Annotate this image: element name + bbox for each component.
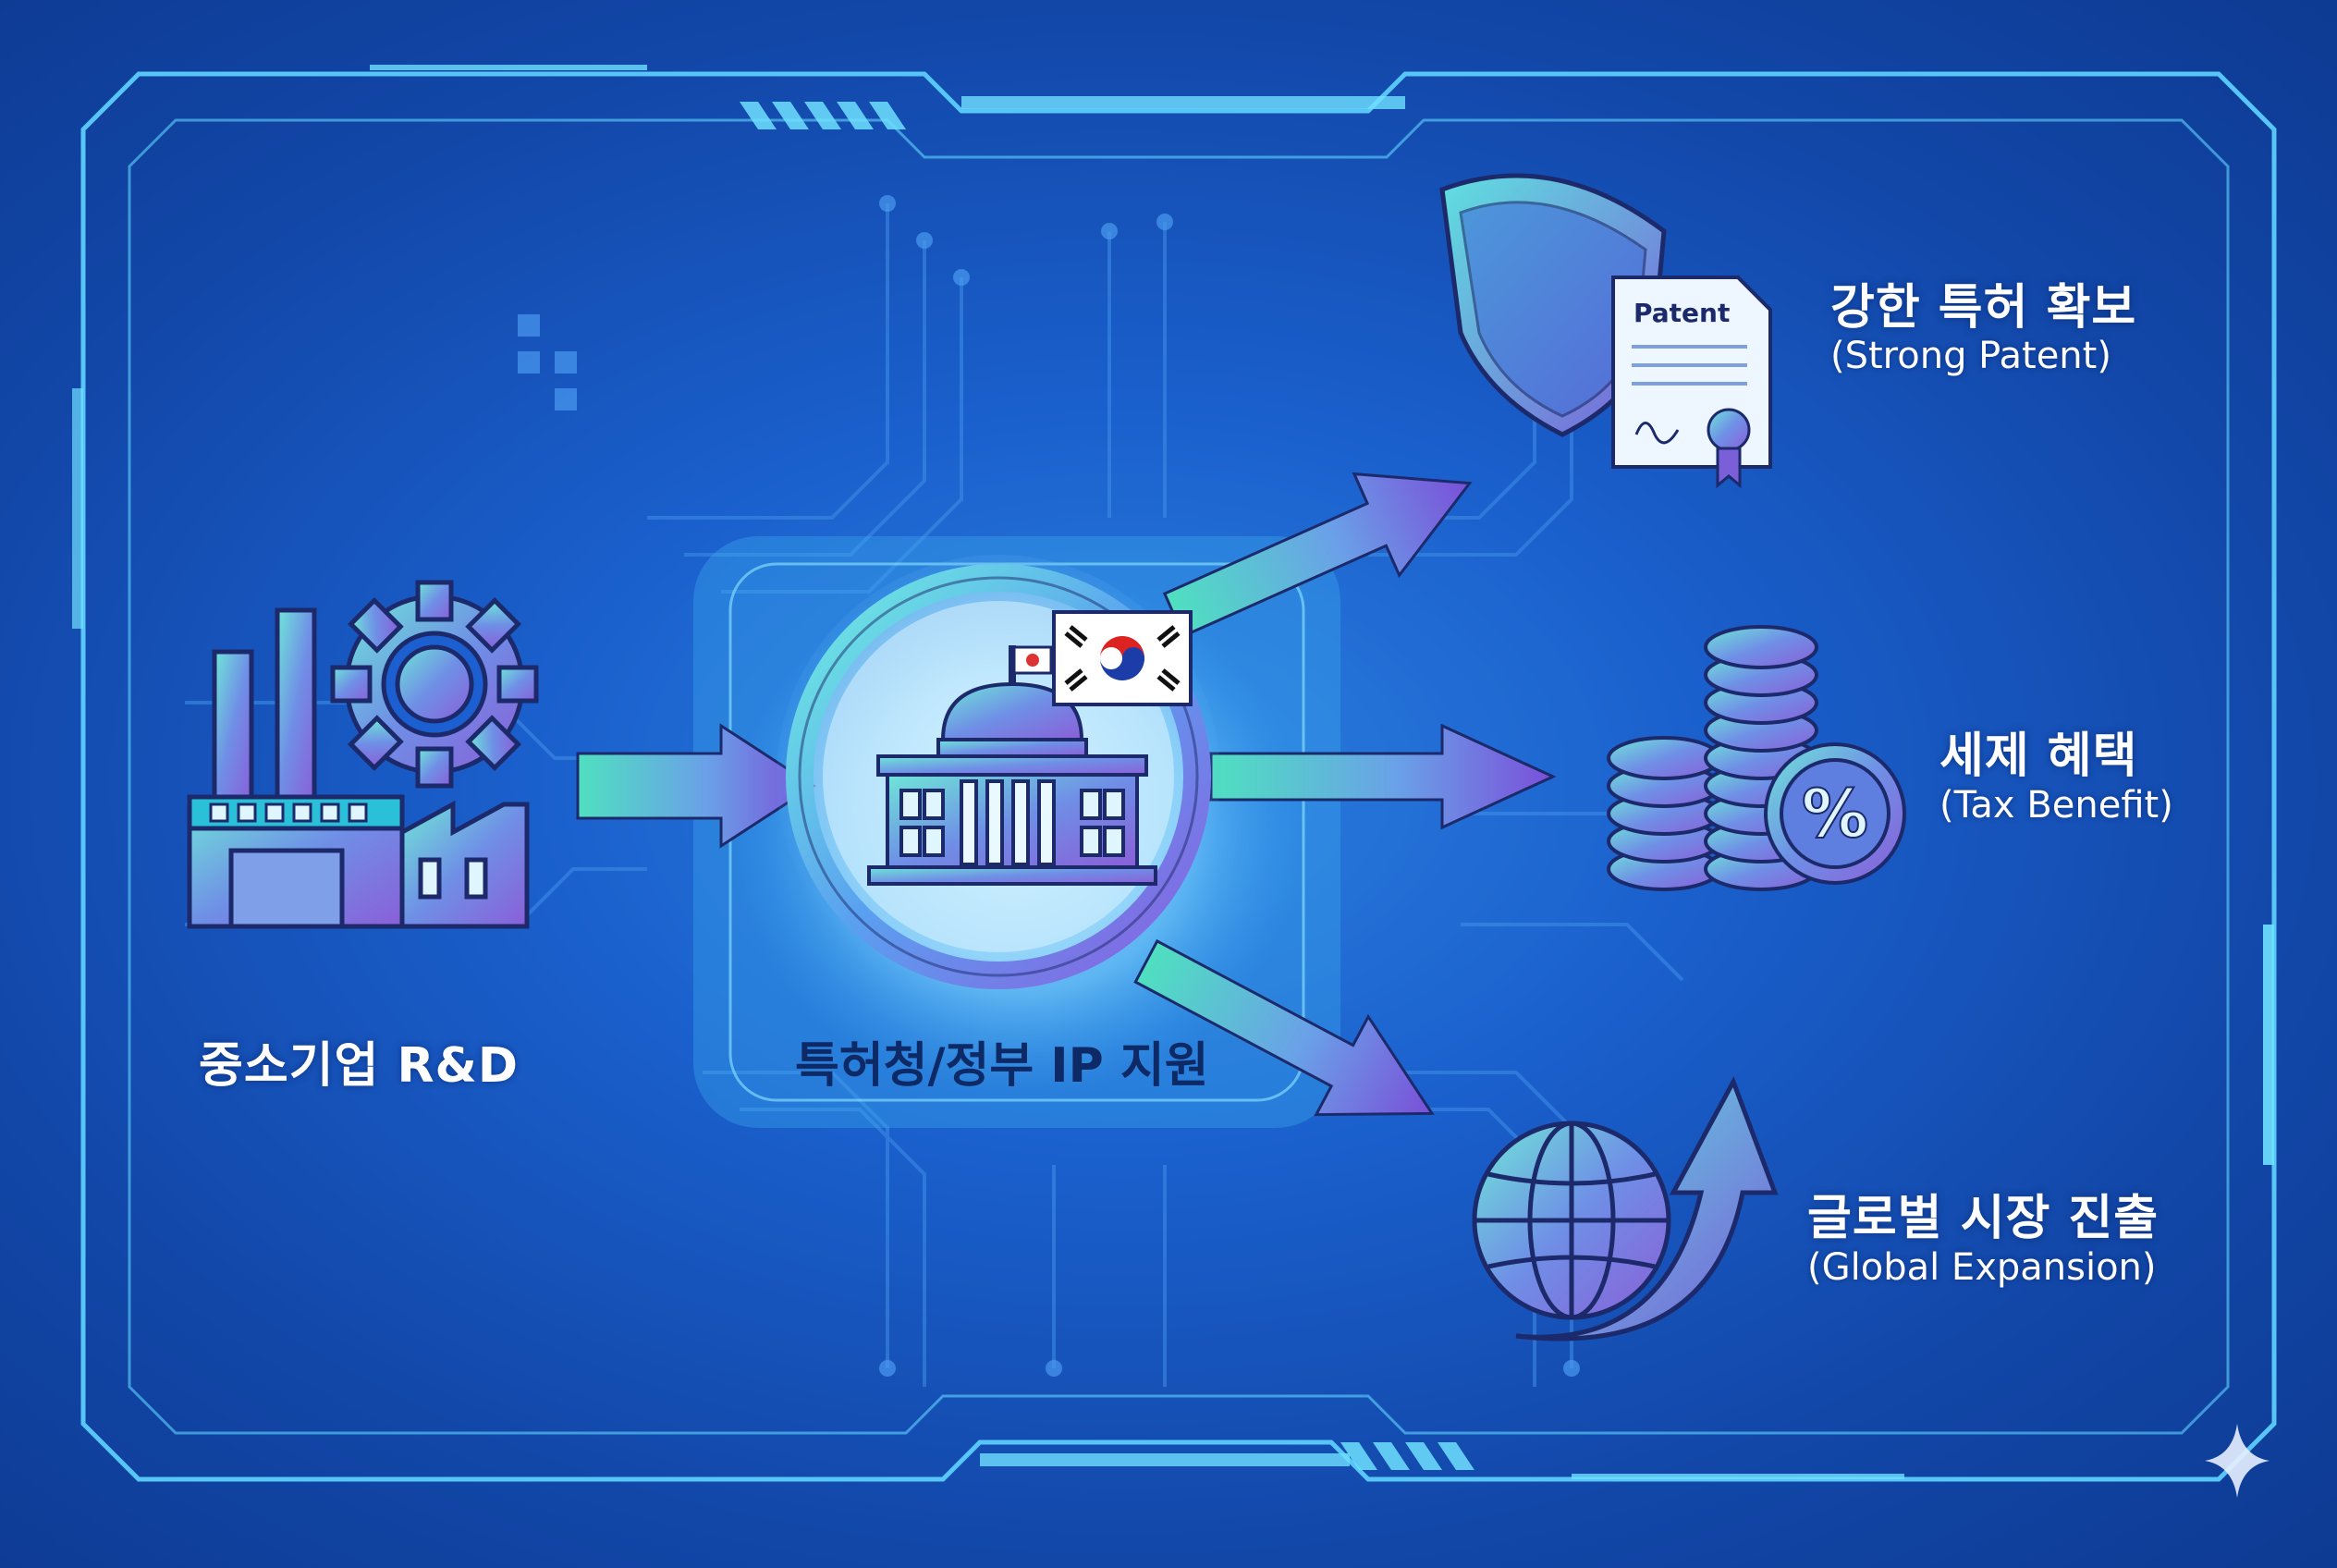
tech-frame	[80, 71, 2277, 1482]
frame-accents	[72, 65, 2274, 1479]
coins-percent-icon: %	[1607, 625, 1906, 891]
korea-flag-icon	[1052, 610, 1193, 706]
hub-label: 특허청/정부 IP 지원	[795, 1038, 1209, 1094]
globe-arrow-icon	[1472, 1075, 1779, 1341]
source-label: 중소기업 R&D	[199, 1038, 520, 1094]
shield-patent-icon	[1439, 173, 1772, 489]
factory-gear-icon	[187, 580, 539, 929]
gear-icon	[330, 580, 539, 789]
arrow-rd-to-hub	[576, 723, 816, 849]
sparkle-icon	[2205, 1424, 2270, 1498]
patent-document	[1611, 276, 1772, 489]
outcome-patent-title: 강한 특허 확보	[1830, 280, 2137, 336]
outcome-global-subtitle: (Global Expansion)	[1807, 1246, 2157, 1289]
arrow-hub-to-tax	[1209, 723, 1557, 830]
arrow-hub-to-global	[1133, 938, 1435, 1117]
government-building-icon	[867, 645, 1157, 886]
outcome-tax-subtitle: (Tax Benefit)	[1939, 784, 2173, 827]
outcome-tax-title: 세제 혜택	[1939, 729, 2138, 784]
arrow-hub-to-patent	[1162, 472, 1473, 638]
outcome-global-title: 글로벌 시장 진출	[1807, 1191, 2160, 1246]
outcome-patent-subtitle: (Strong Patent)	[1830, 335, 2111, 377]
patent-doc-label: Patent	[1633, 298, 1730, 328]
frame-stripes	[740, 102, 1474, 1470]
svg-text:%: %	[1802, 775, 1868, 852]
